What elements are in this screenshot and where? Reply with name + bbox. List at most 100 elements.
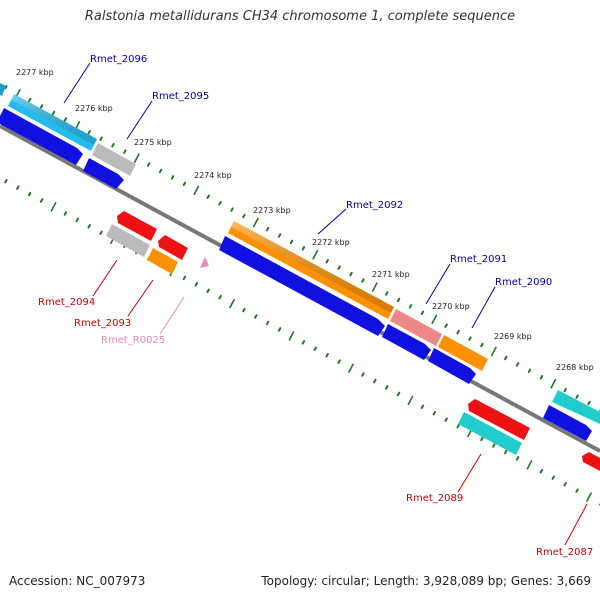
kbp-label: 2273 kbp xyxy=(253,206,291,215)
leader-line xyxy=(564,503,588,546)
minor-tick xyxy=(480,342,484,348)
leader-line xyxy=(127,279,154,317)
major-tick xyxy=(252,217,259,228)
gene-label-rmet-2091[interactable]: Rmet_2091 xyxy=(450,254,507,265)
minor-tick xyxy=(337,265,341,270)
kbp-label: 2277 kbp xyxy=(16,68,54,77)
cds-feature[interactable] xyxy=(382,324,431,360)
minor-tick xyxy=(218,295,222,300)
minor-tick xyxy=(277,327,282,332)
minor-tick xyxy=(420,310,425,315)
minor-tick xyxy=(16,185,20,190)
major-tick xyxy=(288,331,295,341)
minor-tick xyxy=(575,488,579,493)
gene-feature[interactable] xyxy=(552,390,600,424)
minor-tick xyxy=(551,475,555,480)
kbp-label: 2269 kbp xyxy=(494,332,532,341)
minor-tick xyxy=(420,404,425,409)
minor-tick xyxy=(289,239,294,245)
major-tick xyxy=(371,282,378,292)
gene-rmet-2090-feature[interactable] xyxy=(438,335,488,371)
kbp-label: 2276 kbp xyxy=(75,104,113,113)
leader-line xyxy=(126,100,153,140)
leader-line xyxy=(471,286,496,329)
gene-label-rmet-r0025[interactable]: Rmet_R0025 xyxy=(101,335,165,346)
minor-tick xyxy=(301,340,306,345)
cds-feature[interactable] xyxy=(83,158,124,189)
gene-label-rmet-2087[interactable]: Rmet_2087 xyxy=(536,547,593,558)
minor-tick xyxy=(87,130,91,135)
cds-feature[interactable] xyxy=(158,235,188,260)
gene-label-rmet-2093[interactable]: Rmet_2093 xyxy=(74,318,131,329)
gene-feature[interactable] xyxy=(0,83,6,96)
minor-tick xyxy=(480,436,484,442)
minor-tick xyxy=(39,104,44,109)
gene-rmet-2092-highlight xyxy=(231,221,394,313)
major-tick xyxy=(50,202,57,212)
minor-tick xyxy=(266,226,270,232)
gene-rmet-2096-highlight xyxy=(11,94,97,145)
accession-label: Accession: NC_007973 xyxy=(9,574,146,588)
tick-track-lower xyxy=(4,179,600,506)
minor-tick xyxy=(230,207,234,212)
minor-tick xyxy=(182,275,187,281)
gene-rmet-2094-feature[interactable] xyxy=(106,224,150,257)
minor-tick xyxy=(361,278,365,283)
minor-tick xyxy=(147,162,151,167)
gene-rmet-2095-feature[interactable] xyxy=(92,143,136,176)
major-tick xyxy=(348,363,354,373)
minor-tick xyxy=(277,233,282,238)
minor-tick xyxy=(4,179,8,184)
minor-tick xyxy=(87,224,91,229)
minor-tick xyxy=(63,211,68,216)
kbp-label: 2272 kbp xyxy=(312,238,350,247)
major-tick xyxy=(586,492,592,502)
minor-tick xyxy=(51,110,56,116)
minor-tick xyxy=(123,149,127,154)
minor-tick xyxy=(396,391,401,397)
gene-label-rmet-2096[interactable]: Rmet_2096 xyxy=(90,54,147,65)
cds-feature[interactable] xyxy=(219,236,385,336)
minor-tick xyxy=(361,372,365,377)
gene-label-rmet-2090[interactable]: Rmet_2090 xyxy=(495,277,552,288)
gene-label-rmet-2089[interactable]: Rmet_2089 xyxy=(406,493,463,504)
leader-line xyxy=(317,208,347,235)
minor-tick xyxy=(242,307,246,313)
minor-tick xyxy=(539,375,544,380)
minor-tick xyxy=(254,314,258,319)
major-tick xyxy=(407,395,414,406)
gene-label-rmet-2094[interactable]: Rmet_2094 xyxy=(38,297,95,308)
major-tick xyxy=(550,378,557,389)
minor-tick xyxy=(575,394,579,399)
minor-tick xyxy=(206,194,210,199)
cds-feature[interactable] xyxy=(428,348,476,384)
minor-tick xyxy=(266,320,270,326)
minor-tick xyxy=(468,336,472,341)
minor-tick xyxy=(587,400,591,406)
gene-label-rmet-2092[interactable]: Rmet_2092 xyxy=(346,200,403,211)
cds-feature[interactable] xyxy=(0,108,83,165)
gene-rmet-r0025-feature[interactable] xyxy=(200,257,209,268)
minor-tick xyxy=(28,191,32,197)
minor-tick xyxy=(4,85,8,90)
cds-feature[interactable] xyxy=(117,211,157,241)
cds-feature[interactable] xyxy=(543,405,592,441)
minor-tick xyxy=(527,368,532,373)
gene-rmet-2091-feature[interactable] xyxy=(390,309,442,346)
minor-tick xyxy=(99,136,103,141)
gene-rmet-2093-feature[interactable] xyxy=(147,248,178,274)
gene-rmet-2089-feature[interactable] xyxy=(458,412,522,455)
gene-rmet-2087-feature[interactable] xyxy=(582,452,600,471)
leader-line xyxy=(159,296,185,335)
forward-strand-features xyxy=(0,83,600,441)
minor-tick xyxy=(301,246,306,251)
leader-line xyxy=(425,263,451,305)
major-tick xyxy=(431,314,438,325)
minor-tick xyxy=(99,230,103,235)
cds-feature[interactable] xyxy=(468,399,530,440)
leader-line xyxy=(63,62,91,104)
gene-label-rmet-2095[interactable]: Rmet_2095 xyxy=(152,91,209,102)
minor-tick xyxy=(444,323,448,328)
minor-tick xyxy=(373,378,377,384)
